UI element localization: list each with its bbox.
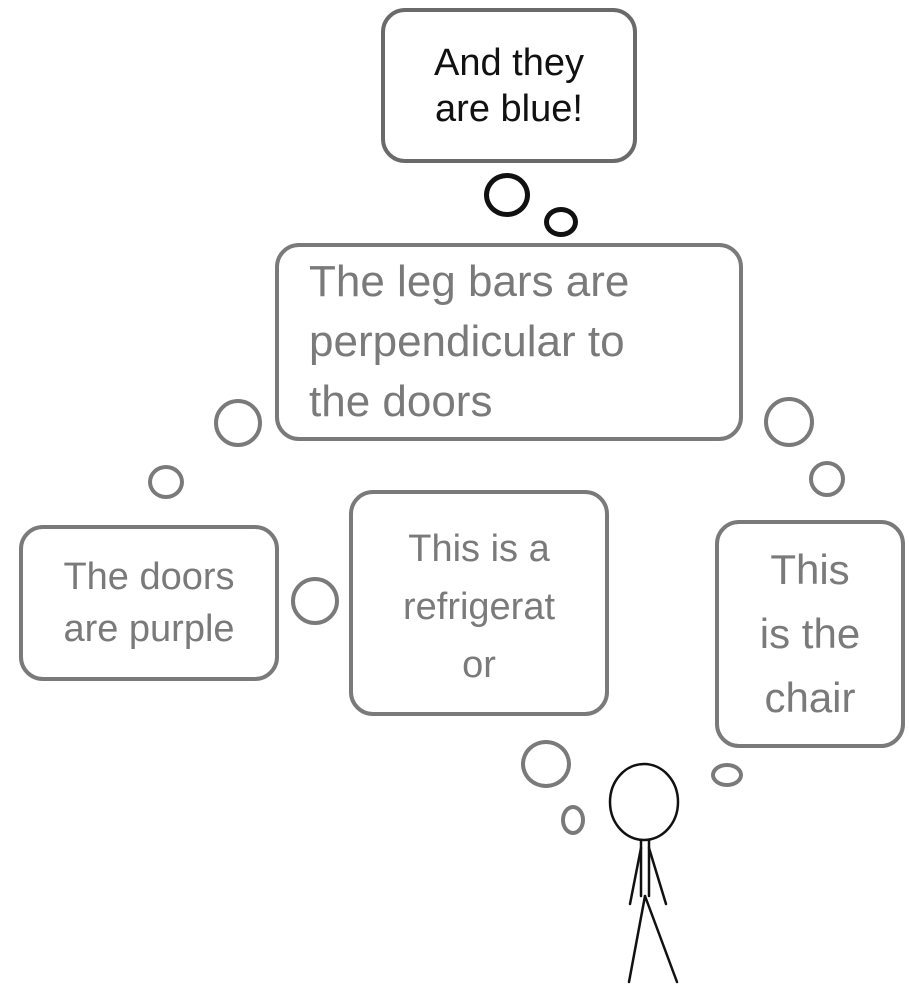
stick-figure-arm-left xyxy=(628,846,643,906)
thought-text-center: This is a refrigerat or xyxy=(402,528,556,686)
thought-text-top: And they are blue! xyxy=(434,41,584,130)
thought-dot-figure-large xyxy=(521,740,571,788)
thought-dot-left-lower xyxy=(148,465,184,499)
thought-dot-top-small xyxy=(544,207,578,237)
thought-dot-left-upper xyxy=(214,399,262,447)
stick-figure-leg-right xyxy=(643,894,679,984)
thought-bubble-center: This is a refrigerat or xyxy=(349,490,609,716)
stick-figure-head xyxy=(608,762,680,842)
thought-dot-right-upper xyxy=(764,397,814,447)
thought-bubble-right: This is the chair xyxy=(715,520,905,748)
thought-dot-figure-small xyxy=(561,805,585,835)
thought-bubble-left: The doors are purple xyxy=(19,525,279,681)
thought-bubble-middle: The leg bars are perpendicular to the do… xyxy=(275,243,743,441)
stick-figure-leg-left xyxy=(627,894,647,984)
stick-figure-arm-right xyxy=(647,846,668,906)
thought-bubble-top: And they are blue! xyxy=(381,8,637,163)
thought-dot-left-center xyxy=(291,577,339,625)
thought-dot-figure-right xyxy=(711,763,743,787)
thought-text-left: The doors are purple xyxy=(63,556,235,650)
thought-text-right: This is the chair xyxy=(759,546,861,721)
thought-dot-right-lower xyxy=(809,461,845,497)
thought-text-middle: The leg bars are perpendicular to the do… xyxy=(309,257,630,426)
thought-dot-top-large xyxy=(484,173,530,217)
